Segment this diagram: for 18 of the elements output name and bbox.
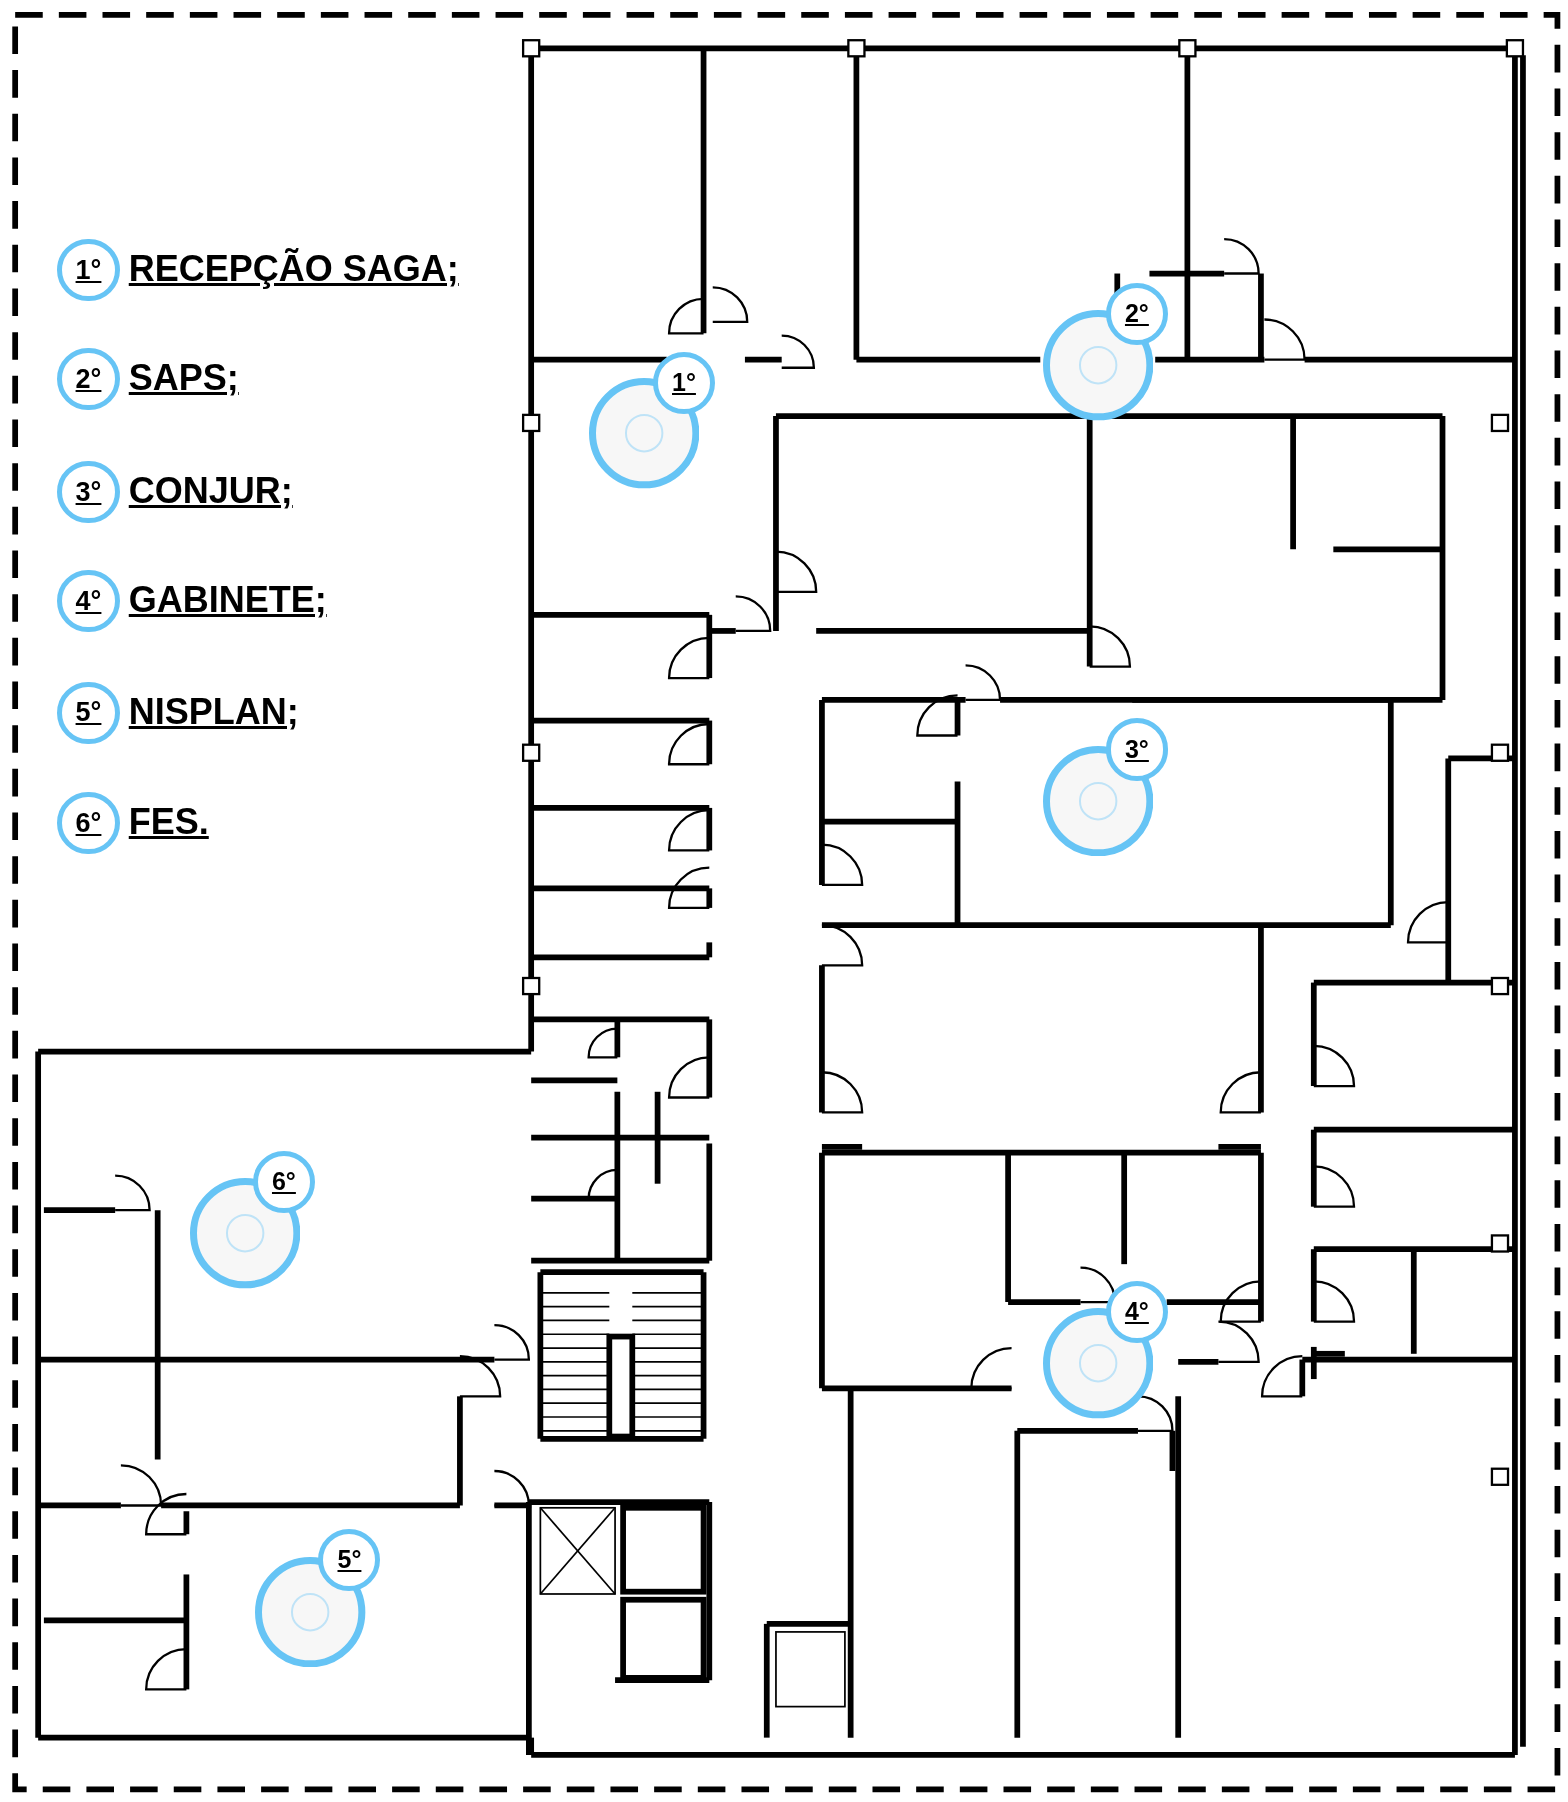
number-badge: 6° (252, 1150, 315, 1213)
number-badge: 3° (57, 460, 120, 524)
number-badge: 3° (1105, 718, 1168, 781)
number-badge: 6° (57, 792, 120, 855)
number-badge: 2° (57, 348, 120, 411)
room-name: NISPLAN; (128, 690, 299, 733)
room-name: GABINETE; (128, 579, 327, 622)
number-badge: 1° (652, 351, 715, 414)
room-name: CONJUR; (128, 470, 293, 512)
number-badge: 2° (1105, 282, 1168, 345)
room-name: RECEPÇÃO SAGA; (128, 248, 459, 291)
number-badge: 5° (318, 1528, 381, 1591)
room-name: SAPS; (128, 357, 239, 400)
number-badge: 1° (57, 239, 120, 302)
number-badge: 5° (57, 681, 120, 744)
room-name: FES. (128, 801, 209, 844)
number-badge: 4° (1105, 1280, 1168, 1343)
number-badge: 4° (57, 570, 120, 633)
